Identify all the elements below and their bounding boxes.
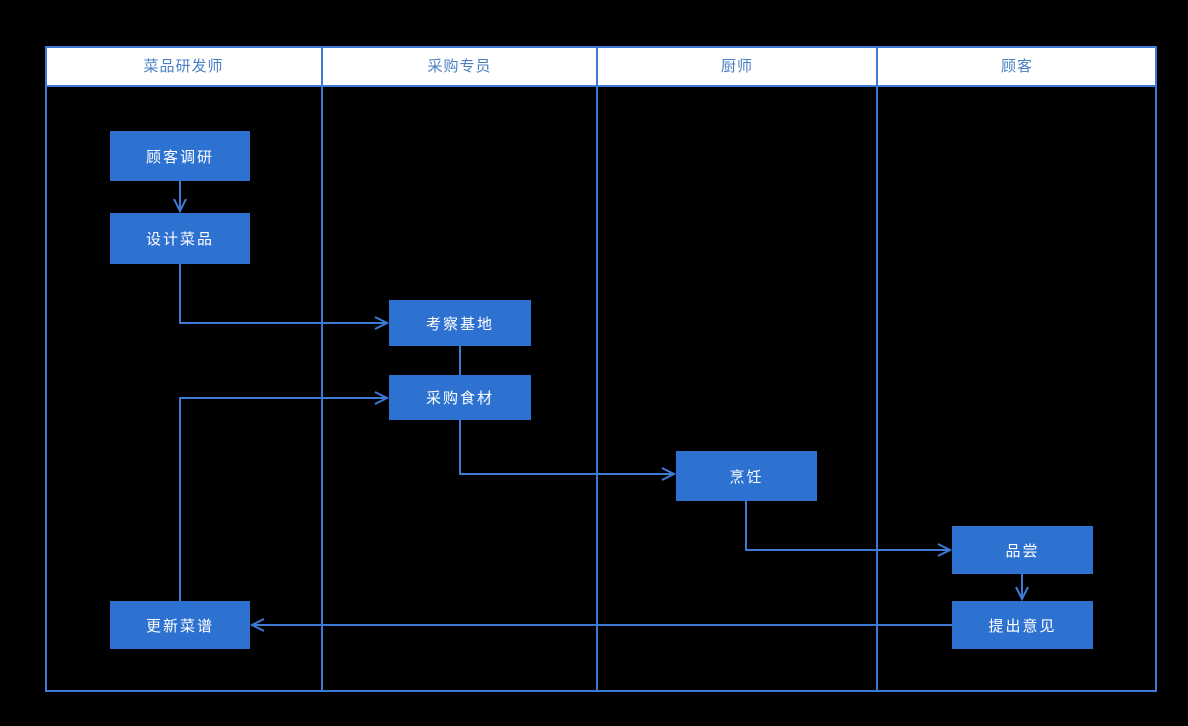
lane-header-row (45, 46, 1157, 87)
node-update-recipes: 更新菜谱 (110, 601, 250, 649)
lane-header-procurement: 采购专员 (427, 58, 492, 75)
node-give-feedback: 提出意见 (952, 601, 1093, 649)
node-purchase-ingredients: 采购食材 (389, 375, 531, 420)
lane-header-customer: 顾客 (1000, 58, 1033, 75)
lane-divider (876, 46, 878, 692)
node-inspect-base: 考察基地 (389, 300, 531, 346)
node-tasting: 品尝 (952, 526, 1093, 574)
node-design-dishes: 设计菜品 (110, 213, 250, 264)
node-cooking: 烹饪 (676, 451, 817, 501)
lane-header-dish-rd: 菜品研发师 (143, 58, 224, 75)
lane-divider (321, 46, 323, 692)
lane-header-chef: 厨师 (720, 58, 753, 75)
node-customer-research: 顾客调研 (110, 131, 250, 181)
lane-divider (596, 46, 598, 692)
